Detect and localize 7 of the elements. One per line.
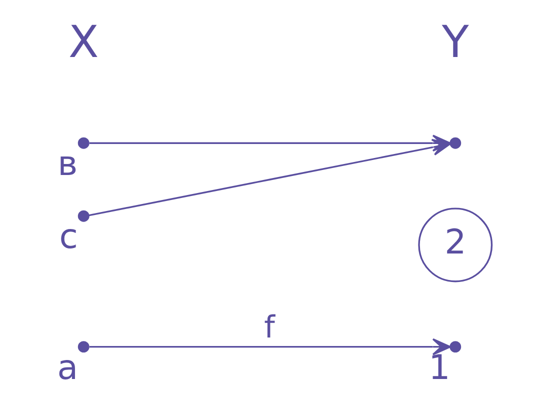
label: X — [68, 17, 98, 68]
node-label: c — [58, 217, 78, 258]
edge-label: f — [264, 310, 274, 346]
node-label: в — [57, 144, 78, 184]
node-label: 1 — [428, 348, 450, 388]
node-label: a — [56, 348, 78, 388]
label: Y — [441, 17, 468, 68]
